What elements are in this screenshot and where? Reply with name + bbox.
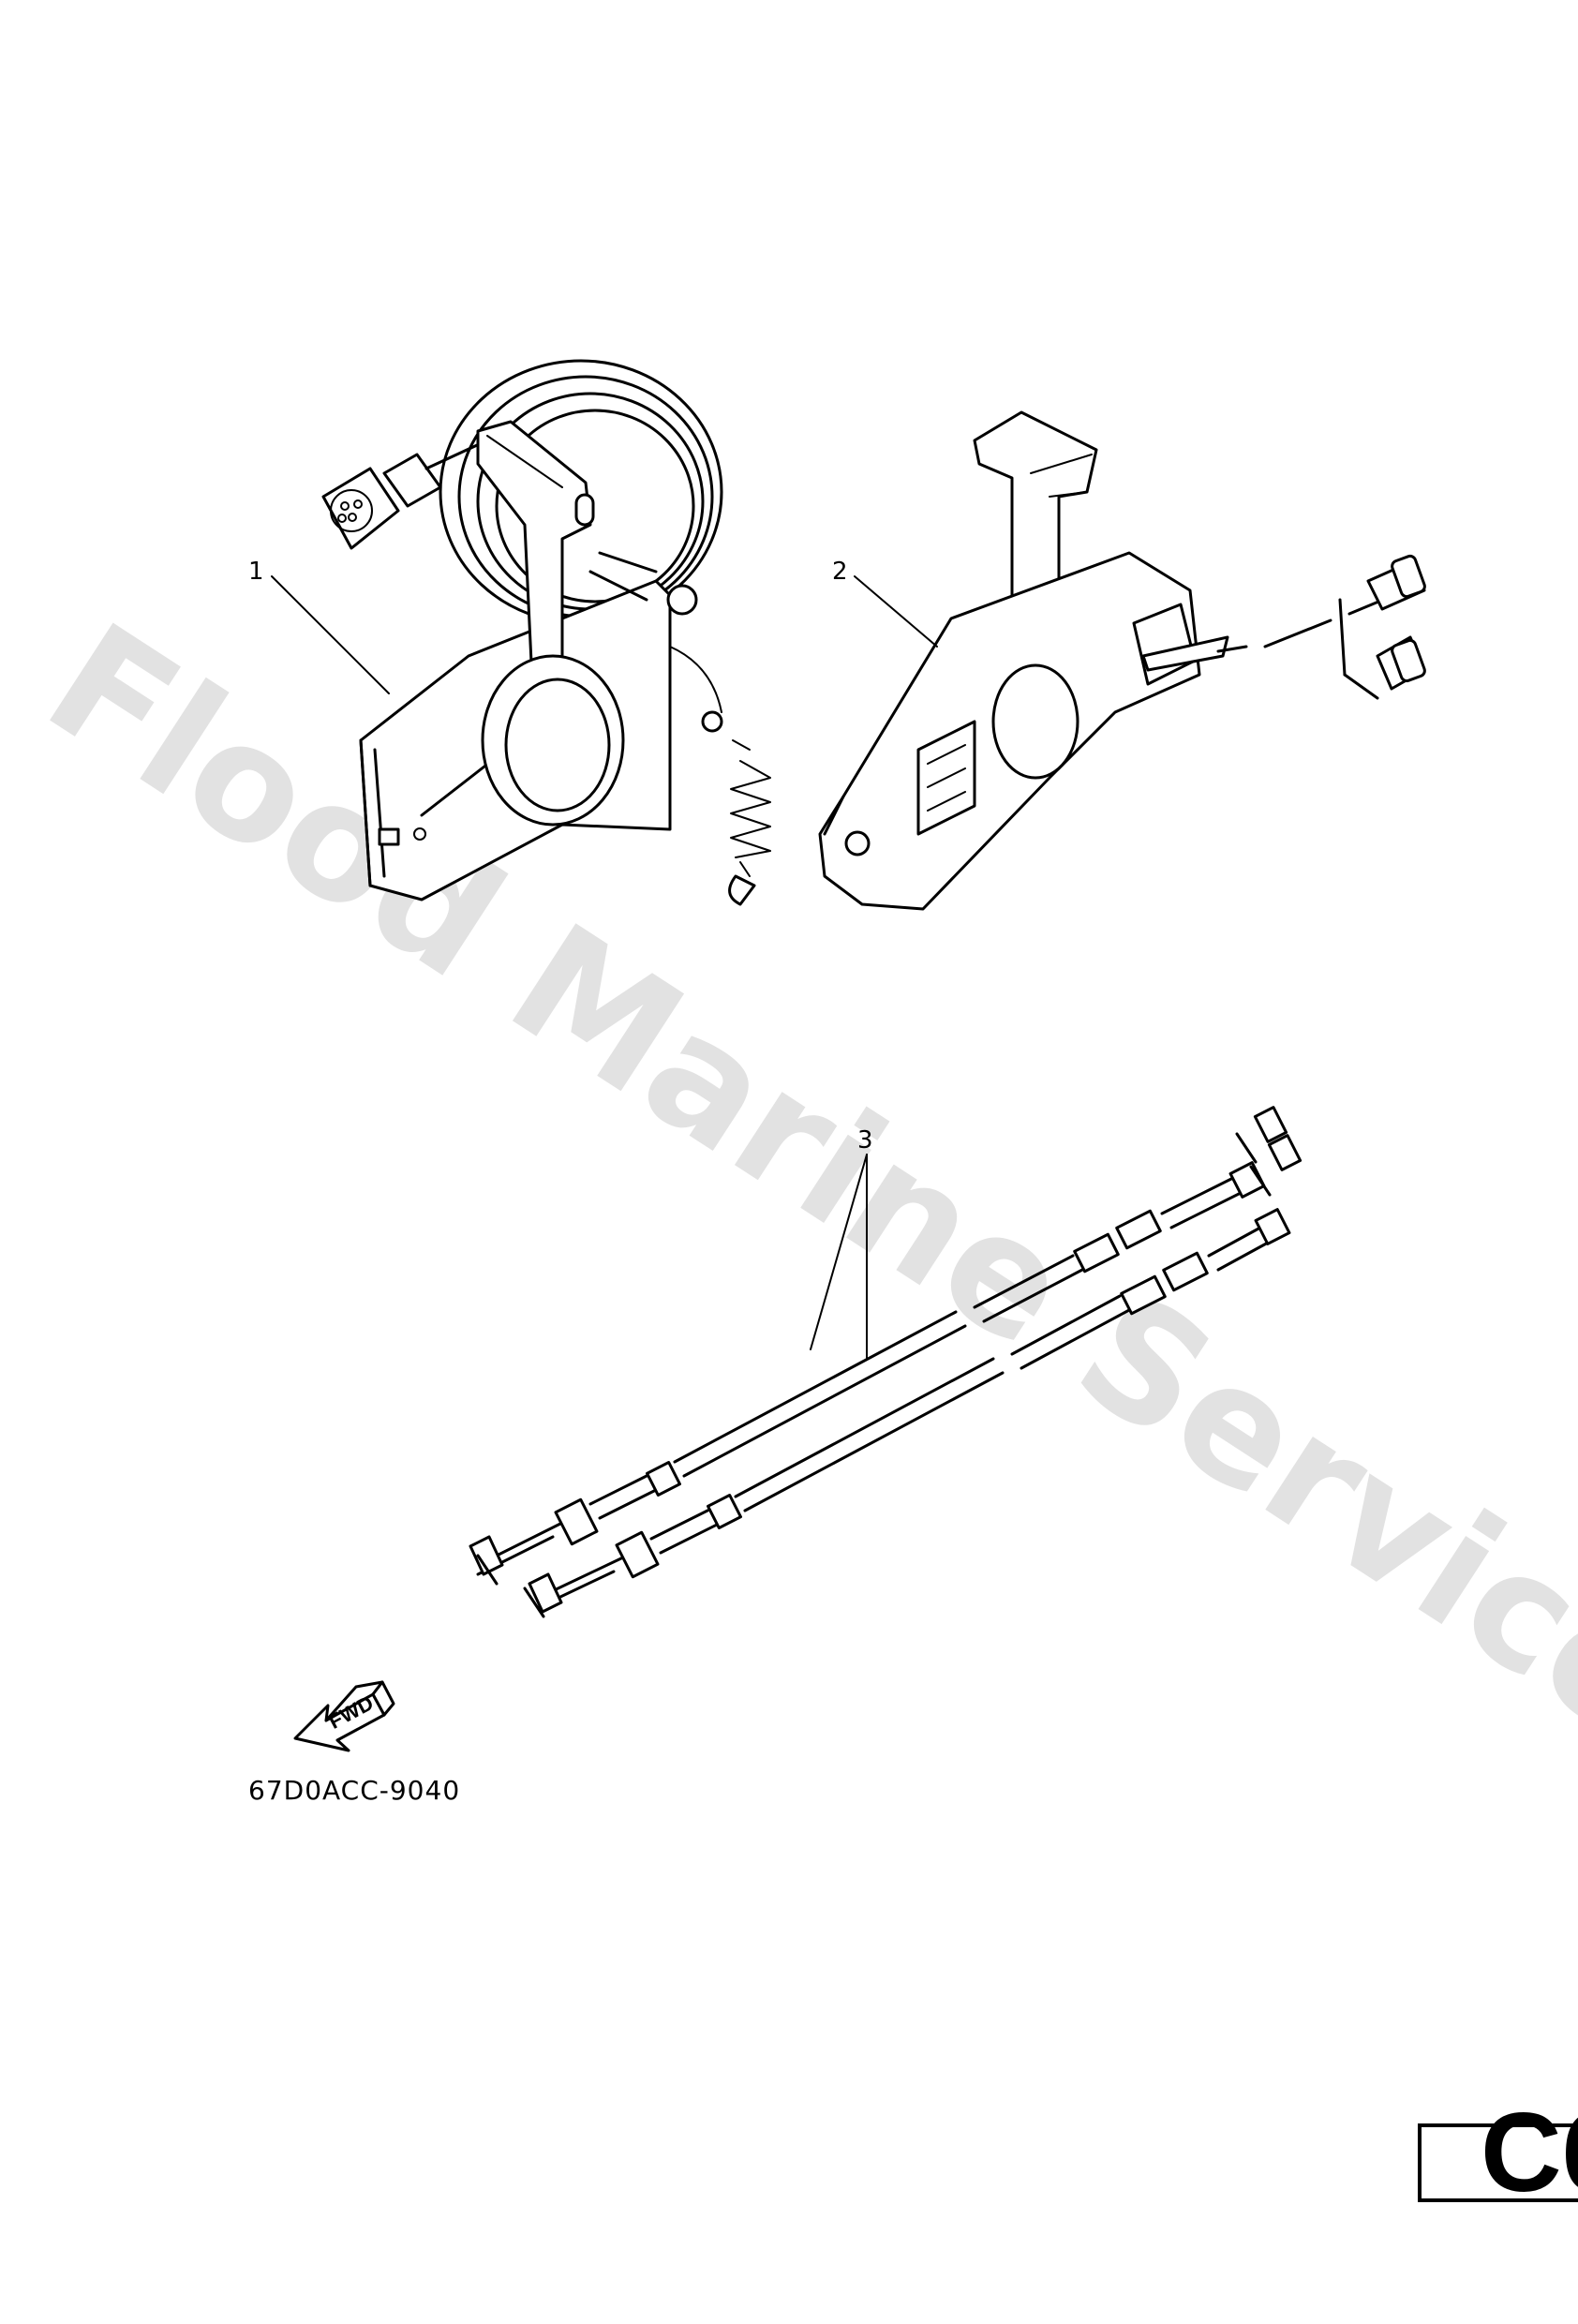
watermark: Flood Marine Services <box>17 588 1578 1825</box>
fwd-arrow-icon: FWD <box>293 1680 395 1752</box>
remote-control-box-1 <box>321 359 771 906</box>
page-tab-label: C6 <box>1481 2090 1578 2215</box>
callout-1: 1 <box>248 558 390 694</box>
watermark-text: Flood Marine Services <box>17 588 1578 1825</box>
control-cable-pair <box>469 1106 1303 1618</box>
part-code: 67D0ACC-9040 <box>248 1775 460 1806</box>
remote-control-box-2 <box>818 410 1426 911</box>
callout-2: 2 <box>832 558 938 648</box>
page-tab: C6 <box>1418 2090 1578 2215</box>
callout-2-label: 2 <box>832 558 848 586</box>
callout-1-label: 1 <box>248 558 264 586</box>
callout-3: 3 <box>810 1126 873 1360</box>
callout-3-label: 3 <box>857 1126 873 1155</box>
